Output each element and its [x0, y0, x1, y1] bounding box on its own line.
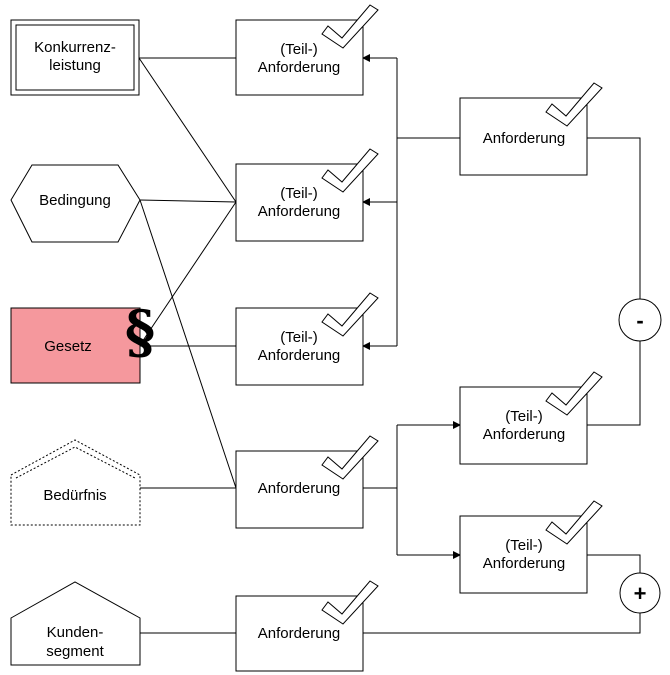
teilanforderung-1-label-2: Anforderung — [258, 59, 341, 76]
anforderung-top-label: Anforderung — [483, 130, 566, 147]
gesetz-label: Gesetz — [44, 338, 92, 355]
teilanforderung-3-label-2: Anforderung — [258, 347, 341, 364]
minus-icon: - — [636, 308, 643, 333]
checkmark-icon — [545, 500, 603, 545]
teilanforderung-2-box — [235, 163, 364, 242]
beduerfnis-label: Bedürfnis — [43, 487, 106, 504]
paragraph-icon: § — [125, 298, 155, 366]
konkurrenzleistung-label-2: leistung — [49, 57, 101, 74]
kundensegment-node[interactable]: Kunden- segment — [10, 581, 141, 666]
edge-konkurrenz-teil2 — [138, 57, 237, 203]
edge-bedingung-teil2 — [139, 199, 237, 203]
teilanforderung-b-node[interactable]: (Teil-) Anforderung — [459, 500, 603, 594]
teilanforderung-2-node[interactable]: (Teil-) Anforderung — [235, 148, 379, 242]
teilanforderung-b-label-2: Anforderung — [483, 555, 566, 572]
minus-circle — [618, 298, 662, 342]
beduerfnis-node[interactable]: Bedürfnis — [10, 439, 141, 526]
teilanforderung-3-box — [235, 307, 364, 386]
anforderung-4-box — [235, 450, 364, 529]
edge-bedingung-anf4 — [139, 199, 237, 489]
gesetz-box — [10, 307, 141, 384]
teilanforderung-a-label-2: Anforderung — [483, 426, 566, 443]
edge-plus-anf5 — [363, 613, 641, 634]
gesetz-node[interactable]: Gesetz § — [10, 298, 155, 384]
anforderung-5-box — [235, 595, 364, 672]
checkmark-icon — [321, 4, 379, 49]
teilanforderung-b-label-1: (Teil-) — [505, 537, 543, 554]
teilanforderung-a-node[interactable]: (Teil-) Anforderung — [459, 371, 603, 465]
anforderung-top-box — [459, 97, 588, 176]
minus-operator[interactable]: - — [618, 298, 662, 342]
checkmark-icon — [321, 292, 379, 337]
teilanforderung-1-box — [235, 19, 364, 96]
checkmark-icon — [545, 371, 603, 416]
teilanforderung-1-label-1: (Teil-) — [280, 41, 318, 58]
konkurrenzleistung-inner-frame — [15, 24, 135, 91]
anforderung-4-label: Anforderung — [258, 480, 341, 497]
beduerfnis-house-outer — [10, 439, 141, 526]
checkmark-icon — [321, 148, 379, 193]
teilanforderung-a-label-1: (Teil-) — [505, 408, 543, 425]
teilanforderung-b-box — [459, 515, 588, 594]
anforderung-4-node[interactable]: Anforderung — [235, 435, 379, 529]
kundensegment-house — [10, 581, 141, 666]
plus-icon: + — [634, 581, 647, 606]
bedingung-label: Bedingung — [39, 192, 111, 209]
konkurrenzleistung-label-1: Konkurrenz- — [34, 39, 116, 56]
anforderung-top-node[interactable]: Anforderung — [459, 82, 603, 176]
bedingung-node[interactable]: Bedingung — [10, 164, 141, 243]
edge-gesetz-teil2 — [139, 201, 237, 346]
teilanforderung-3-node[interactable]: (Teil-) Anforderung — [235, 292, 379, 386]
checkmark-icon — [321, 580, 379, 625]
teilanforderung-3-label-1: (Teil-) — [280, 329, 318, 346]
checkmark-icon — [321, 435, 379, 480]
konkurrenzleistung-node[interactable]: Konkurrenz- leistung — [10, 19, 140, 96]
bedingung-hexagon — [10, 164, 141, 243]
kundensegment-label-1: Kunden- — [47, 624, 104, 641]
edge-teil-b-plus — [587, 554, 641, 573]
plus-operator[interactable]: + — [619, 572, 661, 614]
anforderung-5-node[interactable]: Anforderung — [235, 580, 379, 672]
connectors — [138, 54, 641, 634]
teilanforderung-1-node[interactable]: (Teil-) Anforderung — [235, 4, 379, 96]
plus-circle — [619, 572, 661, 614]
kundensegment-label-2: segment — [46, 643, 104, 660]
teilanforderung-a-box — [459, 386, 588, 465]
edge-minus-teil-a — [587, 341, 641, 426]
teilanforderung-2-label-2: Anforderung — [258, 203, 341, 220]
anforderung-5-label: Anforderung — [258, 625, 341, 642]
teilanforderung-2-label-1: (Teil-) — [280, 185, 318, 202]
edge-anftop-minus — [587, 137, 641, 299]
checkmark-icon — [545, 82, 603, 127]
